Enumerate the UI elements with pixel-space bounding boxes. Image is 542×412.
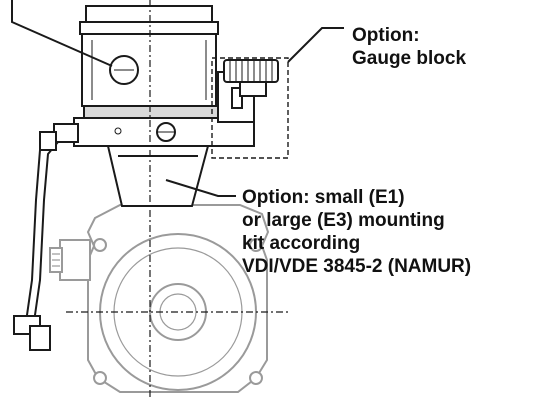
positioner-housing — [73, 5, 255, 147]
callout-gauge-block: Option: Gauge block — [352, 24, 466, 70]
callout-line: or large (E3) mounting — [242, 210, 445, 231]
leader-line-top — [11, 0, 113, 67]
air-tubing — [13, 123, 79, 351]
leader-line-gauge — [287, 27, 344, 63]
callout-line: Option: — [352, 25, 420, 46]
callout-mounting-kit: Option: small (E1) or large (E3) mountin… — [242, 186, 471, 278]
callout-line: Option: small (E1) — [242, 187, 405, 208]
callout-line: VDI/VDE 3845-2 (NAMUR) — [242, 256, 472, 277]
callout-line: Gauge block — [352, 48, 467, 69]
actuator — [49, 204, 270, 393]
callout-line: kit according — [242, 233, 361, 254]
leader-line-kit — [165, 179, 236, 197]
gauge-block — [217, 59, 279, 123]
mounting-kit-column — [106, 145, 210, 207]
